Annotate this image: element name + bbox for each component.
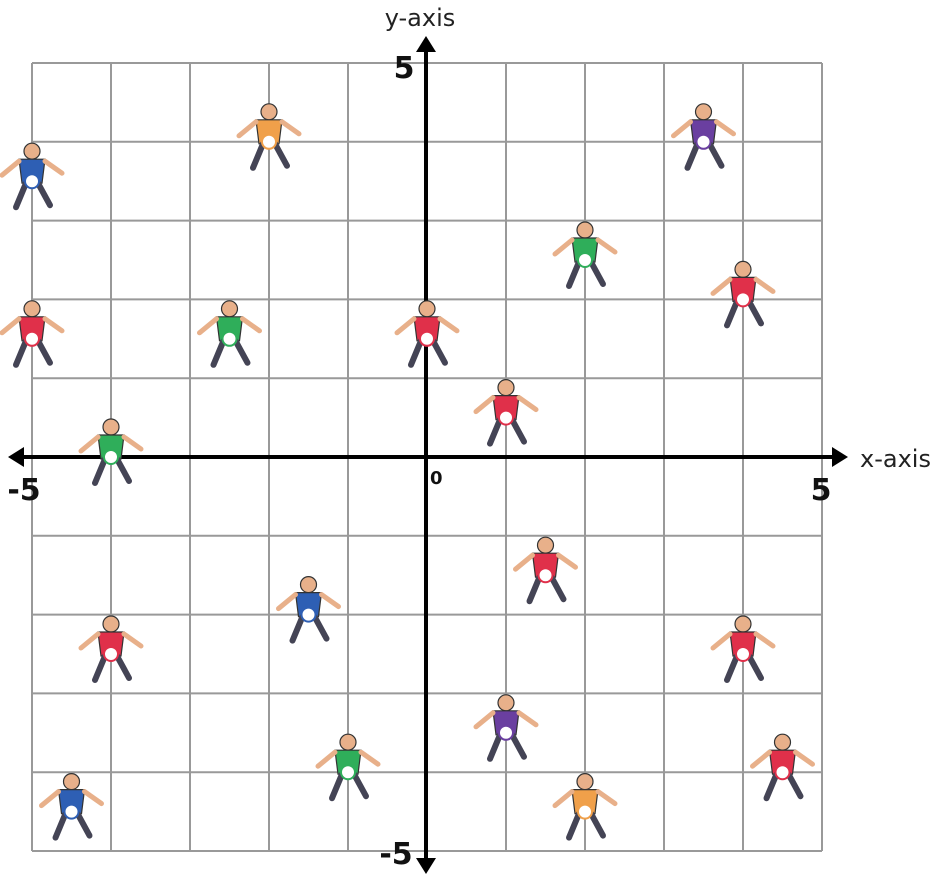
point-marker [104,450,118,464]
y-axis-top-arrow [416,36,436,52]
point-marker [341,765,355,779]
point-marker [25,174,39,188]
x-axis-left-arrow [8,447,24,467]
y-axis-label: y-axis [385,4,456,32]
cyclist-icon [516,537,576,601]
point-marker [262,135,276,149]
y-axis-bottom-arrow [416,858,436,874]
point-marker [539,568,553,582]
point-marker [697,135,711,149]
point-marker [736,647,750,661]
x-axis-right-arrow [832,447,848,467]
x-min-label: -5 [7,473,40,508]
point-marker [223,332,237,346]
point-marker [302,608,316,622]
point-marker [578,805,592,819]
point-marker [578,253,592,267]
origin-label: 0 [430,468,443,489]
y-max-label: 5 [394,51,415,86]
point-marker [736,292,750,306]
point-marker [420,332,434,346]
y-min-label: -5 [379,837,412,872]
point-marker [776,765,790,779]
point-marker [499,726,513,740]
point-marker [25,332,39,346]
gymnast-icon [674,104,734,168]
point-marker [65,805,79,819]
axis-labels: y-axis x-axis 0 -5 5 5 -5 [7,4,931,872]
sport-figures [2,104,813,838]
x-axis-label: x-axis [860,445,931,473]
javelin-thrower-icon [753,734,813,798]
point-marker [499,411,513,425]
point-marker [104,647,118,661]
kayaker-icon [279,577,339,641]
x-max-label: 5 [811,473,832,508]
wrestlers-icon [42,774,102,838]
sprinter-icon [200,301,260,365]
